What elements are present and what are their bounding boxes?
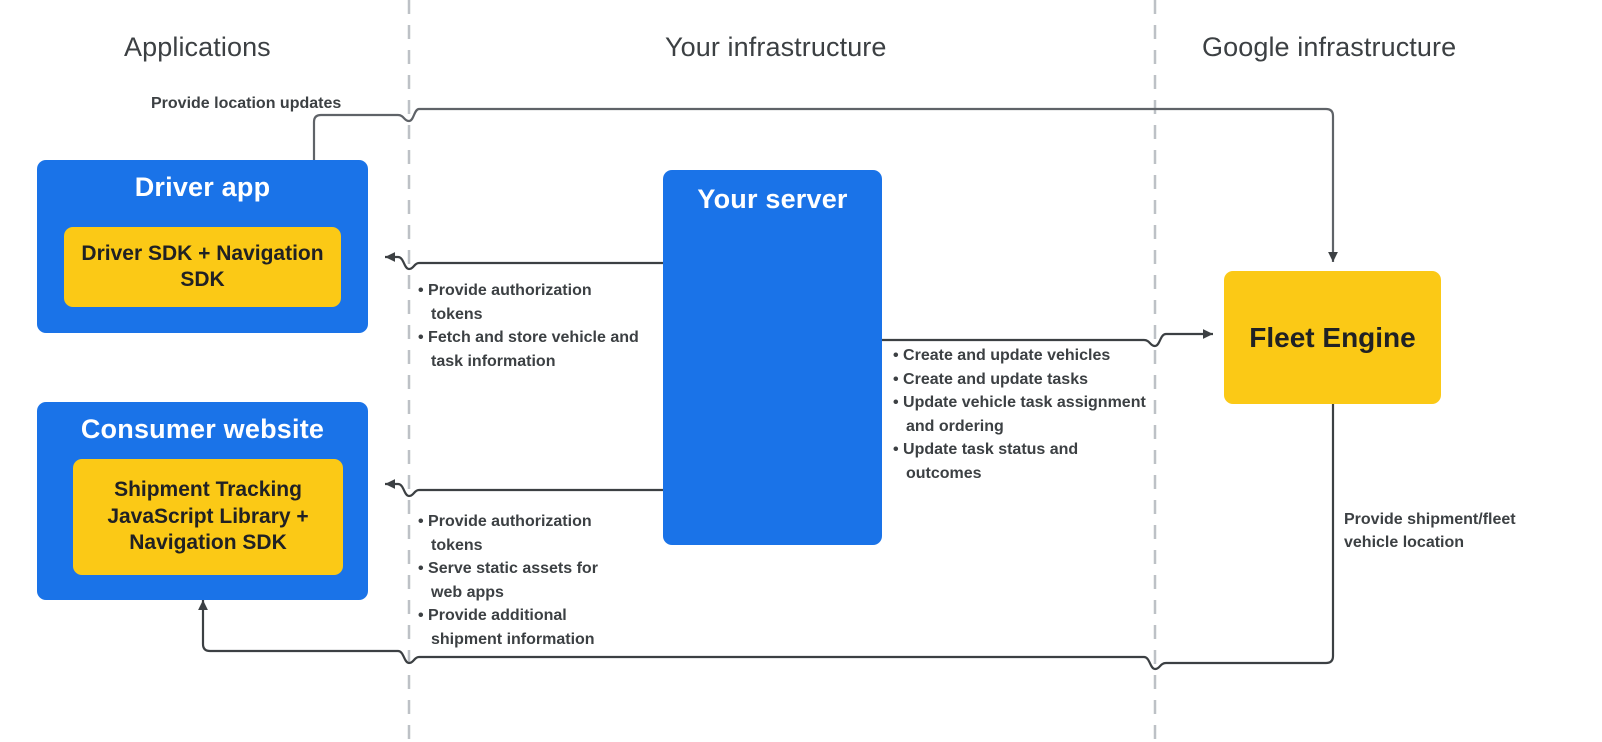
bullet-item: Provide additional shipment information [418, 604, 633, 651]
edge-bullets-server-to-driver: Provide authorization tokens Fetch and s… [418, 279, 643, 373]
edge-bullets-server-to-consumer: Provide authorization tokens Serve stati… [418, 510, 633, 651]
edge-server-to-fleet-engine [882, 329, 1213, 348]
node-driver-app-sdk-box[interactable]: Driver SDK + Navigation SDK [64, 227, 341, 307]
node-consumer-website[interactable]: Consumer website Shipment Tracking JavaS… [37, 402, 368, 600]
bullet-item: Fetch and store vehicle and task informa… [418, 326, 643, 373]
node-fleet-engine[interactable]: Fleet Engine [1224, 271, 1441, 404]
bullet-item: Create and update tasks [893, 368, 1155, 392]
zone-title-your-infrastructure: Your infrastructure [665, 32, 887, 62]
node-consumer-website-sdk-box[interactable]: Shipment Tracking JavaScript Library + N… [73, 459, 343, 575]
node-fleet-engine-title: Fleet Engine [1249, 321, 1416, 353]
edge-server-to-driver [385, 252, 663, 271]
bullet-item: Update task status and outcomes [893, 438, 1155, 485]
edge-bullets-server-to-fleet-engine: Create and update vehicles Create and up… [893, 344, 1155, 485]
edge-fleet-engine-to-consumer [198, 404, 1335, 671]
node-driver-app[interactable]: Driver app Driver SDK + Navigation SDK [37, 160, 368, 333]
bullet-item: Provide authorization tokens [418, 279, 643, 326]
node-driver-app-title: Driver app [134, 172, 271, 202]
edge-label-provide-shipment-fleet-vehicle-location: Provide shipment/fleet vehicle location [1344, 511, 1516, 552]
zone-title-google-infrastructure: Google infrastructure [1202, 32, 1457, 62]
edge-server-to-consumer [385, 479, 663, 498]
bullet-item: Update vehicle task assignment and order… [893, 391, 1155, 438]
edge-label-provide-location-updates: Provide location updates [151, 95, 342, 112]
bullet-item: Serve static assets for web apps [418, 557, 633, 604]
node-consumer-website-title: Consumer website [80, 414, 325, 444]
node-your-server-title: Your server [697, 184, 848, 214]
bullet-item: Create and update vehicles [893, 344, 1155, 368]
zone-title-applications: Applications [124, 32, 271, 62]
node-your-server[interactable]: Your server [663, 170, 882, 545]
bullet-item: Provide authorization tokens [418, 510, 633, 557]
edge-driver-to-fleet-engine [312, 107, 1338, 262]
